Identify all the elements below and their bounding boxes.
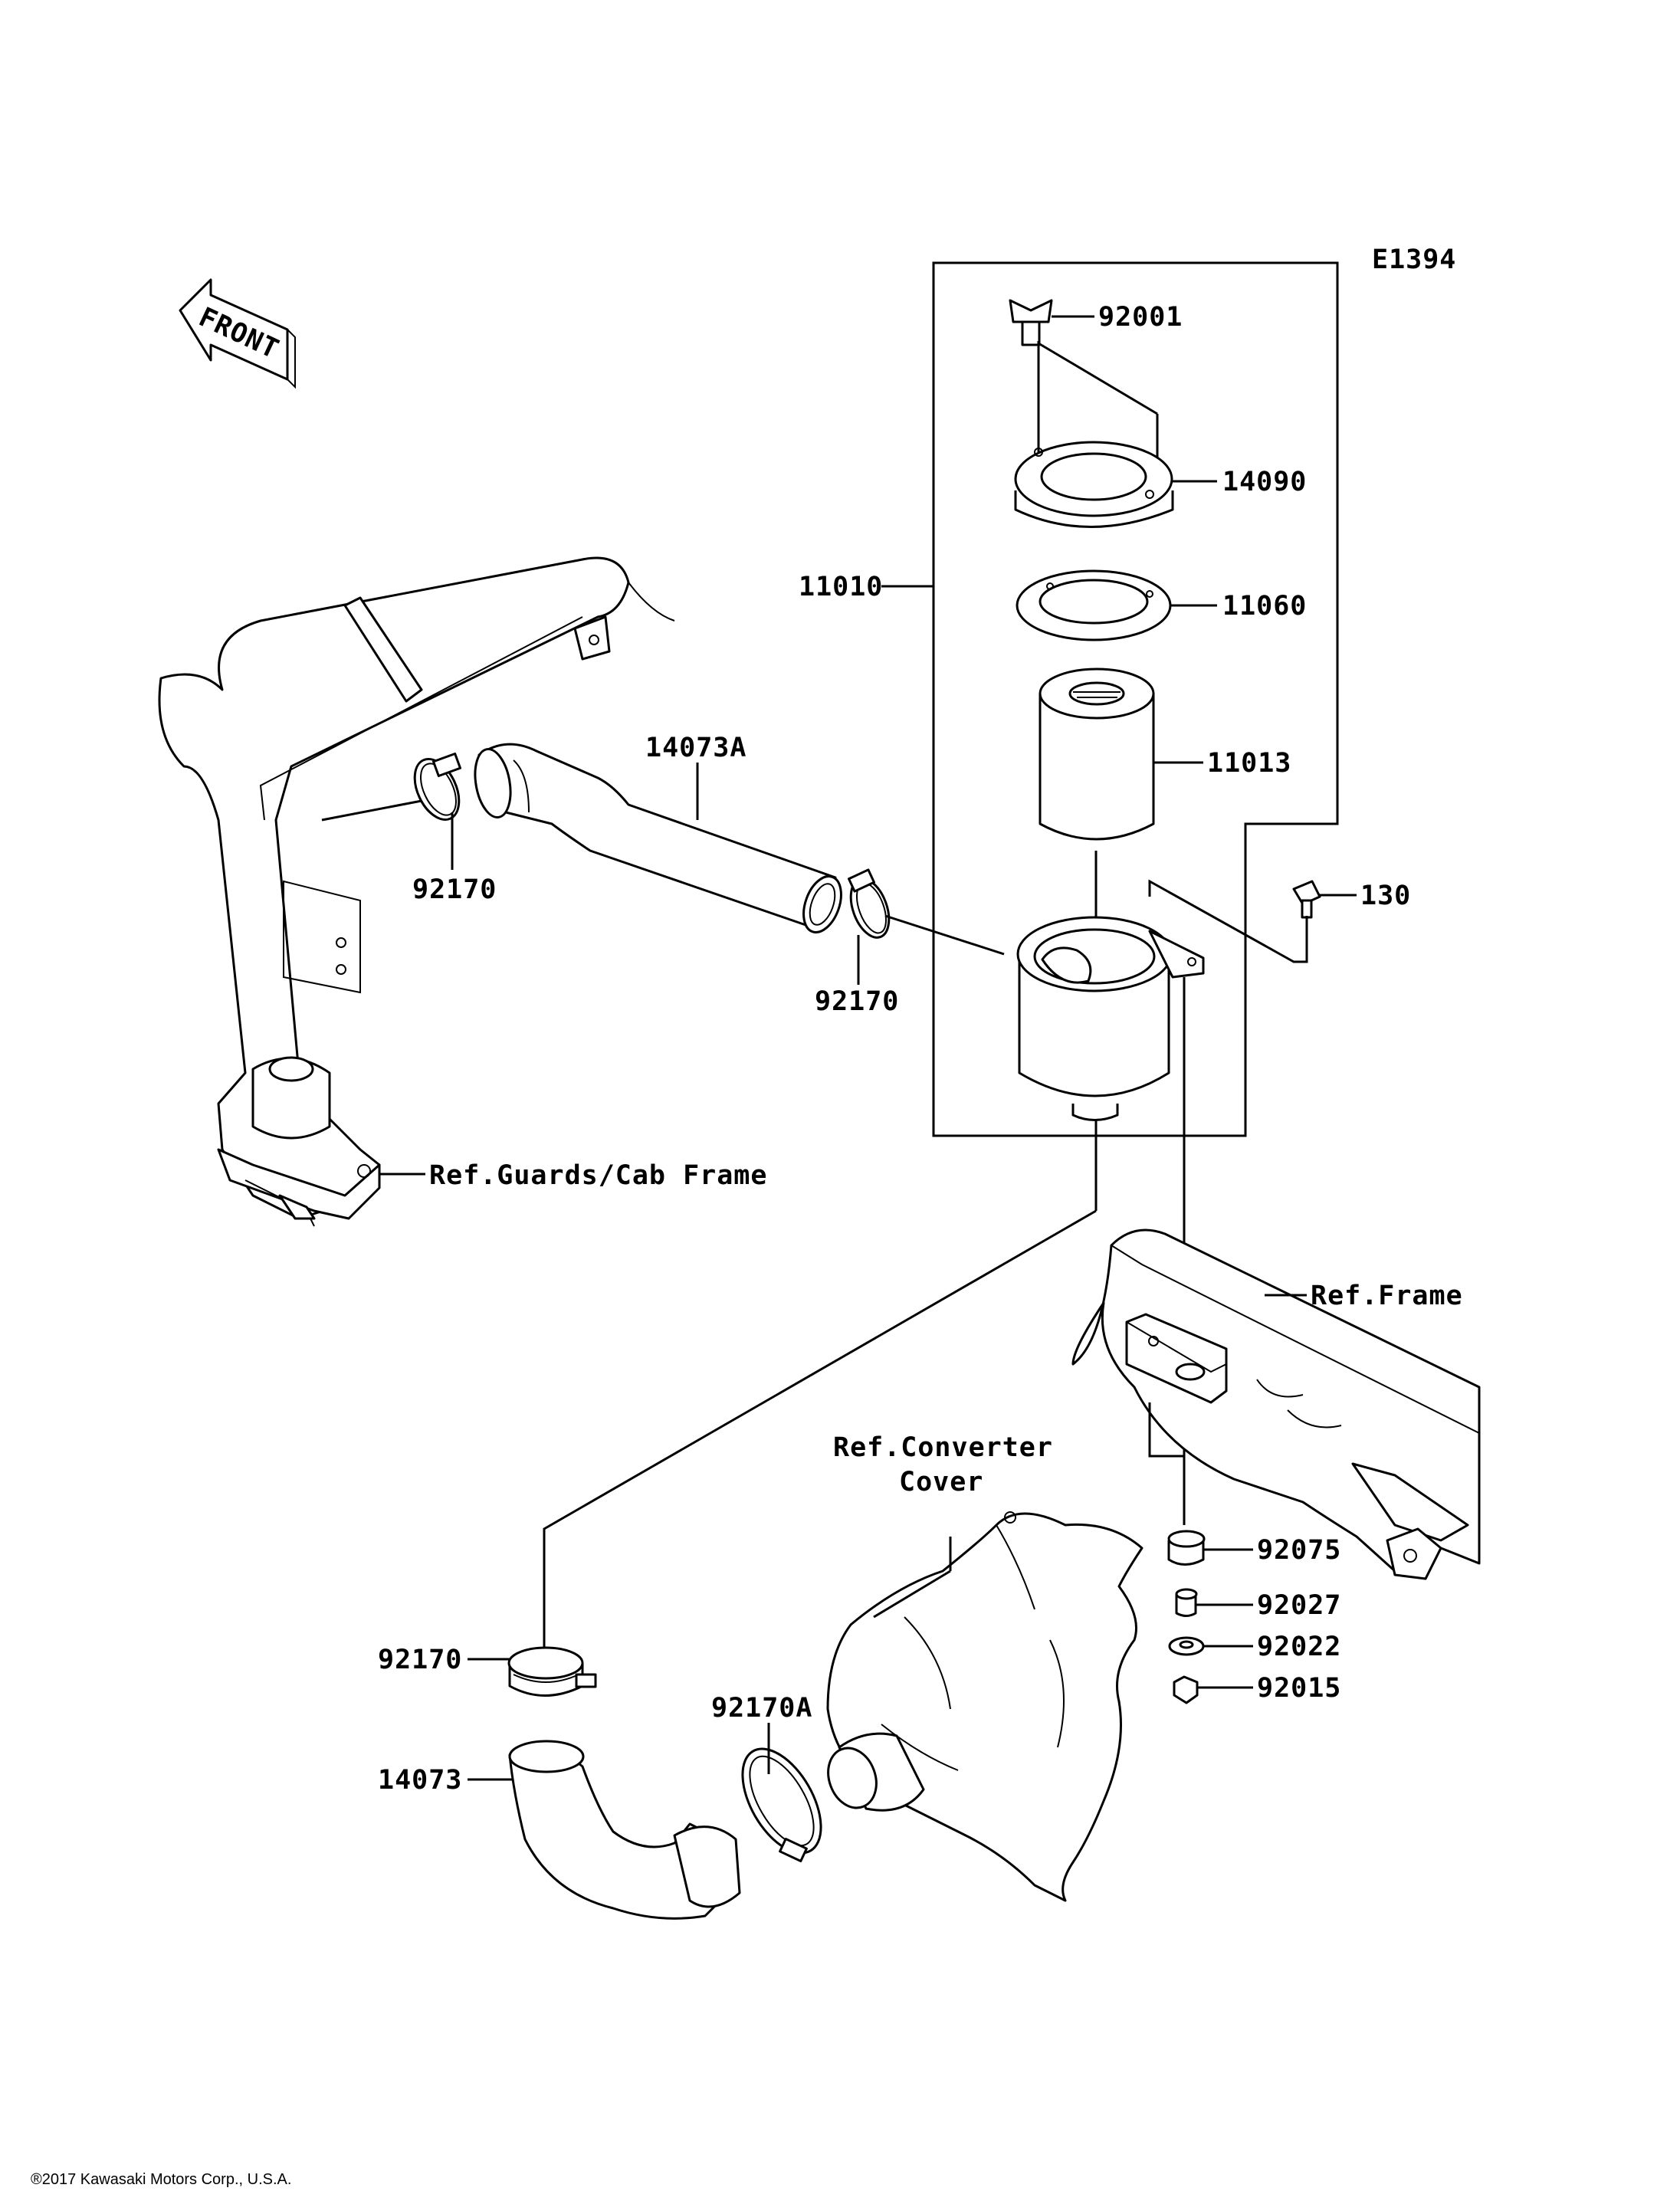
main-frame-icon [1071, 1228, 1481, 1580]
label-clamp-a: 92170A [711, 1693, 812, 1724]
label-collar: 92027 [1257, 1590, 1341, 1621]
label-lower-duct: 14073 [378, 1765, 462, 1796]
diagram-code: E1394 [1372, 244, 1456, 275]
air-cleaner-case-icon [1016, 916, 1205, 1121]
assembly-bracket [932, 261, 1339, 1137]
label-clamp-mid: 92170 [815, 986, 899, 1017]
label-nut: 92015 [1257, 1673, 1341, 1704]
label-bolt: 130 [1360, 881, 1411, 911]
hose-clamp-lower-icon [507, 1646, 597, 1697]
cab-frame-icon [158, 556, 675, 1227]
nut-icon [1173, 1675, 1199, 1704]
air-filter-element-icon [1039, 668, 1155, 841]
label-ref-converter-2: Cover [899, 1467, 983, 1497]
label-air-cleaner-assy: 11010 [799, 572, 883, 602]
hose-clamp-left-icon [413, 752, 462, 822]
label-element: 11013 [1207, 748, 1291, 779]
gasket-icon [1016, 569, 1172, 641]
rubber-damper-icon [1167, 1530, 1206, 1566]
collar-icon [1175, 1588, 1198, 1617]
hose-clamp-a-icon [741, 1747, 822, 1862]
cover-plate-icon [1014, 441, 1174, 528]
converter-cover-icon [826, 1511, 1144, 1902]
front-arrow-icon: FRONT [179, 278, 296, 389]
wing-bolt-icon [1009, 299, 1053, 346]
label-gasket: 11060 [1222, 591, 1307, 622]
label-cover-plate: 14090 [1222, 467, 1307, 497]
label-wing-bolt: 92001 [1098, 302, 1183, 333]
label-ref-frame: Ref.Frame [1311, 1281, 1463, 1311]
label-damper: 92075 [1257, 1535, 1341, 1566]
label-clamp-left: 92170 [412, 874, 497, 905]
copyright-text: ®2017 Kawasaki Motors Corp., U.S.A. [31, 2171, 291, 2188]
label-washer: 92022 [1257, 1632, 1341, 1662]
hose-clamp-middle-icon [848, 868, 891, 939]
label-ref-guards: Ref.Guards/Cab Frame [429, 1160, 767, 1191]
washer-icon [1168, 1636, 1205, 1656]
label-ref-converter-1: Ref.Converter [833, 1432, 1053, 1463]
small-bolt-icon [1292, 880, 1321, 919]
lower-duct-icon [508, 1740, 741, 1920]
label-clamp-lower: 92170 [378, 1645, 462, 1675]
label-upper-duct: 14073A [645, 733, 746, 763]
upper-duct-icon [474, 743, 842, 933]
